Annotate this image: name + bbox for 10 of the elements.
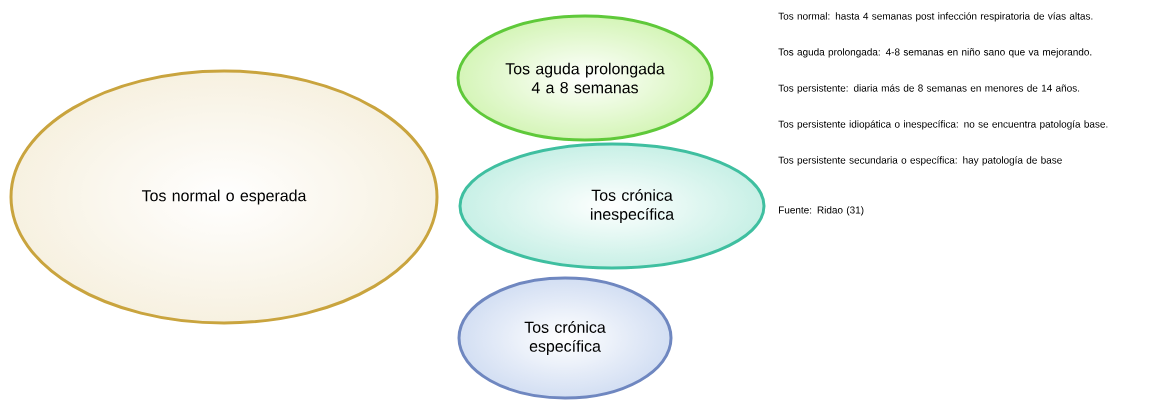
ellipse-node: Tos crónica inespecífica — [458, 142, 766, 270]
note-text: Fuente: Ridao (31) — [779, 206, 864, 216]
ellipse-node: Tos crónica específica — [457, 276, 673, 400]
note-text: Tos aguda prolongada: 4-8 semanas en niño sano que va mejorando. — [778, 48, 1092, 58]
note-text: Tos normal: hasta 4 semanas post infección respiratoria de vías altas. — [778, 12, 1093, 22]
ellipse-node: Tos normal o esperada — [9, 69, 439, 325]
ellipse-node: Tos aguda prolongada 4 a 8 semanas — [456, 14, 714, 142]
note-text: Tos persistente idiopática o inespecífica: no se encuentra patología base. — [778, 120, 1108, 130]
note-text: Tos persistente: diaria más de 8 semanas en menores de 14 años. — [778, 84, 1080, 94]
note-text: Tos persistente secundaria o específica: hay patología de base — [778, 156, 1062, 166]
